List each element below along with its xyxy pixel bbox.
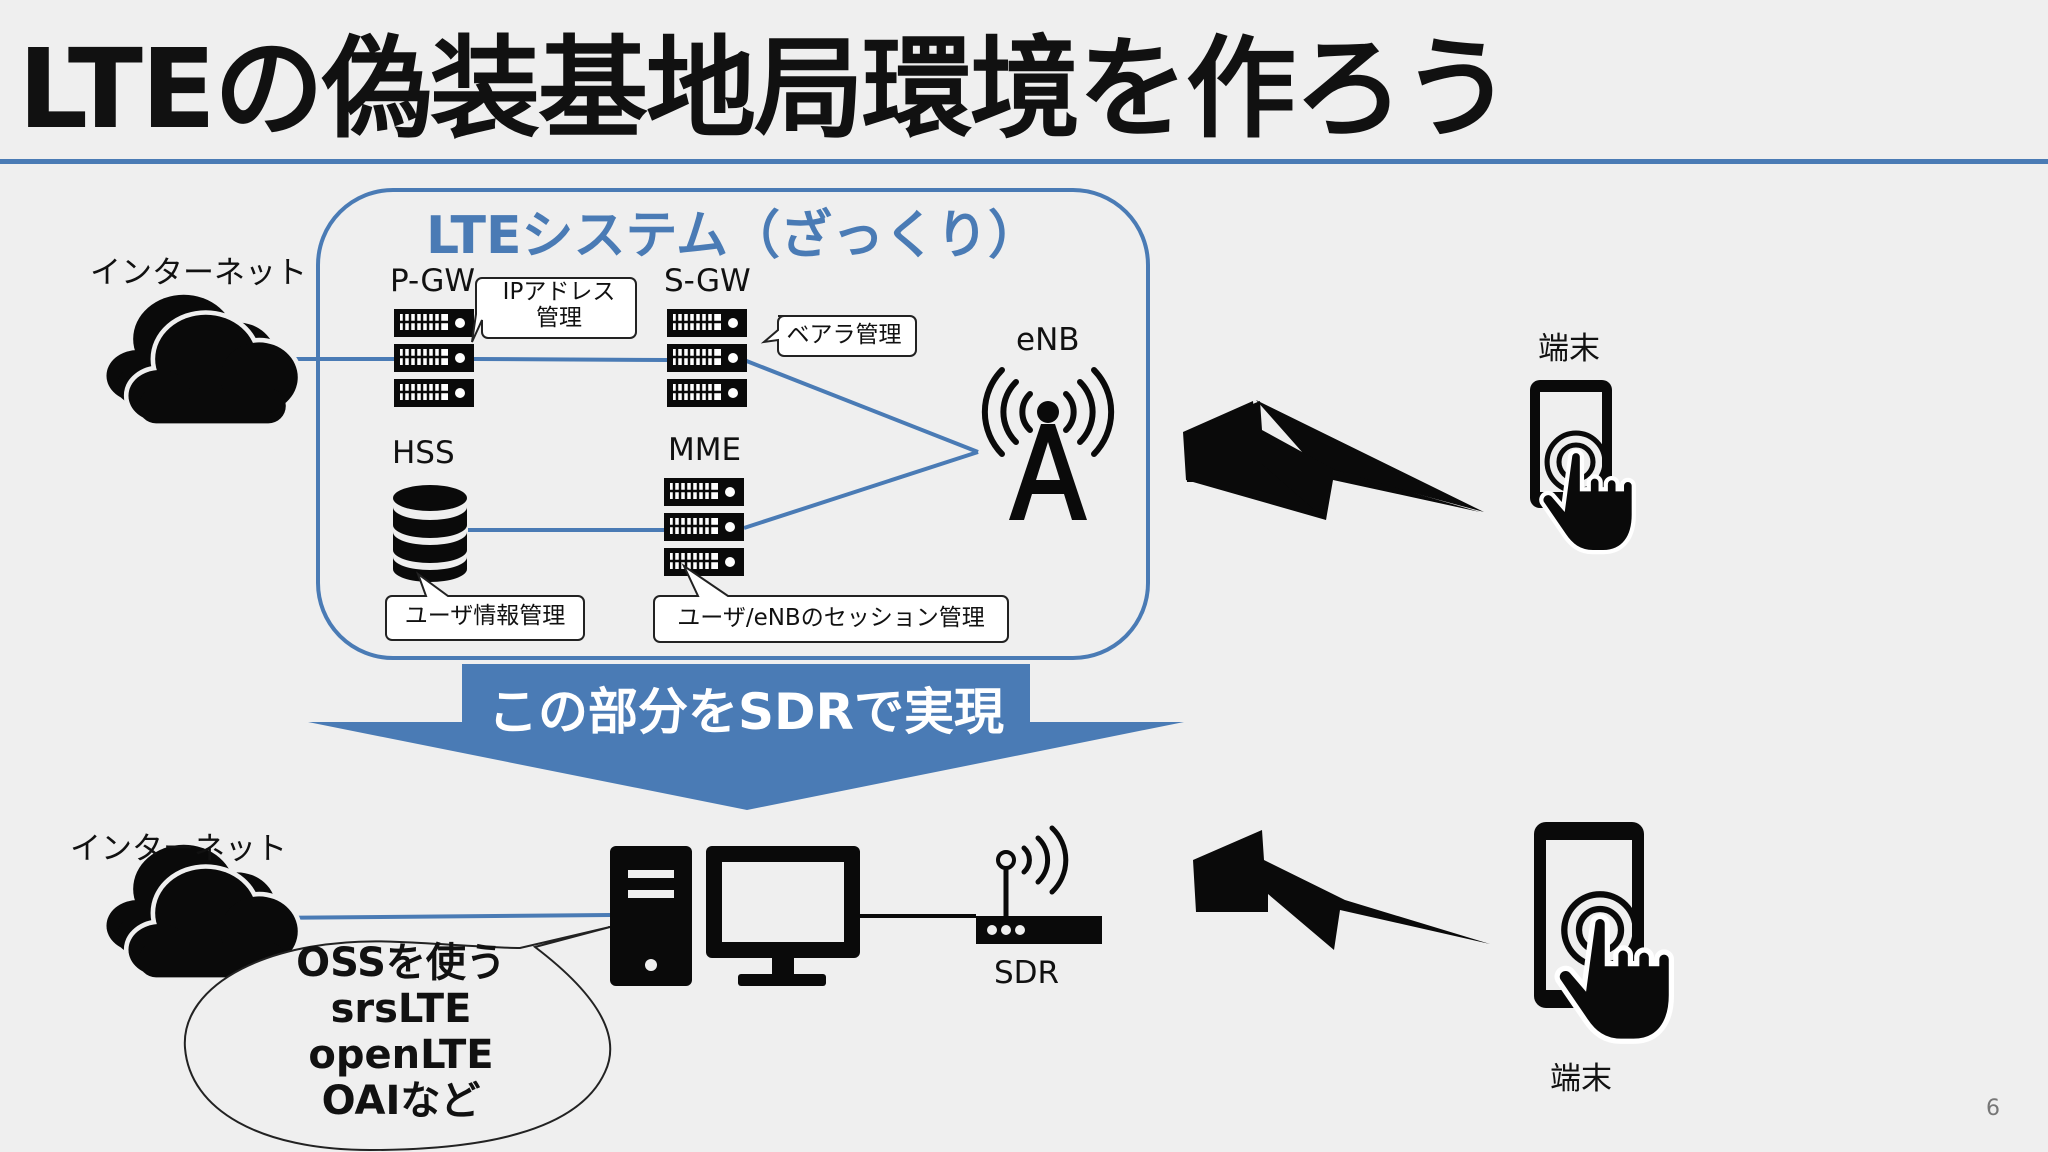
pgw-callout-line1: IPアドレス [502,279,616,305]
terminal-label: 端末 [1538,331,1600,367]
hss-callout: ユーザ情報管理 [404,603,566,629]
terminal-label-bottom: 端末 [1550,1061,1612,1097]
hss-label: HSS [392,435,455,471]
mme-callout: ユーザ/eNBのセッション管理 [677,605,985,631]
database-icon [393,485,467,582]
oss-text: OSSを使う srsLTE openLTE OAIなど [236,940,566,1124]
pc-icon [610,846,860,986]
title-rule [0,159,2048,164]
cloud-icon [106,294,297,424]
oss-line: OAIなど [321,1078,481,1124]
mme-label: MME [668,432,742,468]
lightning-bolt-icon [1193,830,1490,950]
callout-shapes [385,277,1009,643]
down-arrow [308,664,1184,810]
pgw-callout: IPアドレス 管理 [482,279,636,332]
oss-line: OSSを使う [296,940,506,986]
sgw-server-icon [667,309,747,407]
sdr-device-icon [976,825,1102,944]
top-connection-lines [258,357,979,532]
oss-line: srsLTE [330,986,472,1032]
antenna-tower-icon [981,367,1115,520]
mme-server-icon [664,478,744,576]
sdr-label: SDR [994,955,1060,991]
lte-system-box [316,188,1150,660]
smartphone-touch-icon [1534,822,1671,1041]
arrow-label: この部分をSDRで実現 [487,683,1004,741]
page-number: 6 [1986,1096,2000,1121]
sgw-label: S-GW [664,263,751,299]
oss-line: openLTE [308,1032,494,1078]
lte-system-title: LTEシステム（ざっくり） [426,206,1040,266]
pgw-server-icon [394,309,474,407]
speech-bubble [183,926,612,1152]
bottom-connection-lines [257,913,611,920]
pgw-label: P-GW [390,263,476,299]
enb-label: eNB [1016,322,1080,358]
smartphone-touch-icon [1530,380,1634,552]
internet-label-bottom: インターネット [70,831,287,867]
sgw-callout: ベアラ管理 [786,322,902,348]
lightning-bolt-icon [1183,400,1484,520]
pgw-callout-line2: 管理 [536,305,582,332]
slide-title: LTEの偽装基地局環境を作ろう [18,25,1512,153]
internet-label: インターネット [90,255,307,291]
